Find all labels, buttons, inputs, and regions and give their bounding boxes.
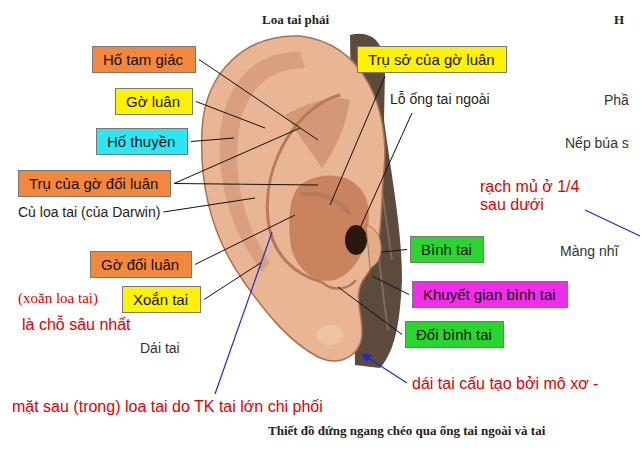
annotation-text: rạch mủ ở 1/4 sau dưới [480,178,580,215]
label-text: Khuyết gian bình tai [423,285,557,304]
ear-canal [345,225,367,255]
annotation-text: Nếp búa s [565,135,629,151]
leader-line [360,113,412,228]
annotation-text: Phầ [604,92,629,108]
annotation-text: H [614,13,624,28]
diagram-title: Loa tai phải [262,13,329,28]
figure-caption: Thiết đồ đứng ngang chéo qua ống tai ngo… [268,424,545,439]
leader-line [199,60,318,141]
annotation-text: (xoăn loa tai) [18,290,98,307]
annotation-text: dái tai cấu tạo bởi mô xơ - [412,375,598,393]
label-box: Trụ sở của gờ luân [357,46,507,73]
auricle [202,36,385,361]
leader-line [372,276,409,295]
leader-line [330,76,385,205]
label-box: Hố thuyền [96,128,188,155]
label-box: Đối bình tai [405,321,504,348]
leader-line [382,250,407,253]
annotation-text: mặt sau (trong) loa tai do TK tai lớn ch… [12,398,323,416]
tragus [366,225,381,268]
label-text: Trụ của gờ đối luân [29,174,160,193]
leader-line [163,198,255,212]
lobule-highlight [316,325,344,345]
label-box: Khuyết gian bình tai [412,281,568,308]
label-box: Bình tai [410,236,484,263]
leader-line [204,262,262,300]
label-text: Gờ luân [126,92,182,111]
leader-line [195,215,295,265]
label-text: Xoắn tai [133,290,190,309]
leader-line [191,138,234,142]
label-box: Hố tam giác [92,46,196,73]
annotation-arrow [362,354,407,383]
annotation-text: là chỗ sâu nhất [22,316,131,334]
concha [289,175,368,280]
label-text: Hố tam giác [103,50,185,69]
annotation-text: Lỗ ống tai ngoài [390,91,490,107]
label-text: Bình tai [421,240,473,259]
label-box: Gờ đối luân [90,251,192,278]
label-box: Xoắn tai [122,286,201,313]
label-box: Trụ của gờ đối luân [18,170,171,197]
annotation-line [585,210,640,236]
label-text: Đối bình tai [416,325,493,344]
leader-line [174,184,318,186]
annotation-text: Màng nhĩ [560,243,618,259]
crus-of-helix [300,194,350,215]
annotation-line [215,232,272,394]
leader-line [174,128,300,184]
annotation-text: Dái tai [140,340,180,356]
leader-line [196,102,265,129]
leader-line [338,287,402,335]
label-box: Gờ luân [115,88,193,115]
label-text: Trụ sở của gờ luân [368,50,496,69]
annotation-text: Củ loa tai (của Darwin) [18,204,160,220]
triangular-fossa [285,98,350,168]
label-text: Gờ đối luân [101,255,181,274]
label-text: Hố thuyền [107,132,177,151]
